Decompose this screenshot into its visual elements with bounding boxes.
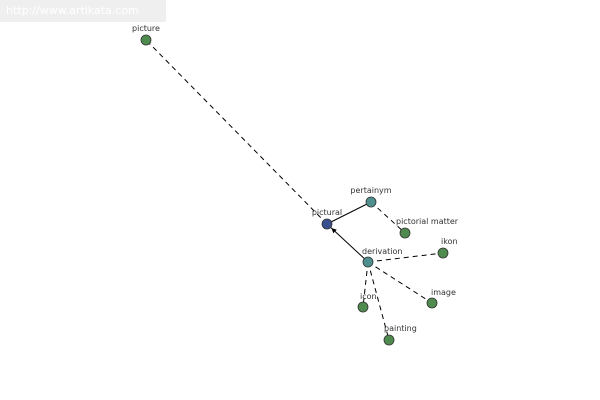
edge-derivation-to-icon xyxy=(362,261,369,308)
site-url-link[interactable]: http://www.artikata.com xyxy=(0,0,166,22)
node-circle-ikon[interactable] xyxy=(437,247,449,259)
node-label-pertainym: pertainym xyxy=(350,186,391,195)
node-derivation[interactable]: derivation xyxy=(362,247,402,268)
node-image[interactable]: image xyxy=(426,288,456,309)
node-circle-painting[interactable] xyxy=(383,334,395,346)
node-pictural[interactable]: pictural xyxy=(312,208,342,230)
node-painting[interactable]: painting xyxy=(383,324,417,346)
node-label-painting: painting xyxy=(384,324,417,333)
node-circle-pertainym[interactable] xyxy=(365,196,377,208)
node-pertainym[interactable]: pertainym xyxy=(350,186,392,208)
node-label-derivation: derivation xyxy=(362,247,402,256)
edge-derivation-to-image xyxy=(367,261,433,304)
edge-derivation-to-painting xyxy=(367,261,390,341)
node-ikon[interactable]: ikon xyxy=(437,237,458,259)
node-circle-pictorial-matter[interactable] xyxy=(399,227,411,239)
edge-pictural-to-pertainym xyxy=(326,201,372,225)
nodes-layer: picture pictural pertainym pictorial matter… xyxy=(132,24,459,346)
node-label-picture: picture xyxy=(132,24,160,33)
node-label-pictural: pictural xyxy=(312,208,342,217)
node-icon[interactable]: icon xyxy=(357,292,377,313)
node-circle-picture[interactable] xyxy=(140,34,152,46)
node-label-pictorial-matter: pictorial matter xyxy=(396,217,459,226)
node-label-ikon: ikon xyxy=(441,237,458,246)
node-circle-image[interactable] xyxy=(426,297,438,309)
node-picture[interactable]: picture xyxy=(132,24,160,46)
node-circle-icon[interactable] xyxy=(357,301,369,313)
node-label-icon: icon xyxy=(360,292,377,301)
edge-pertainym-to-pictorial-matter xyxy=(370,201,406,234)
edge-pictural-to-picture xyxy=(145,39,328,225)
edge-arrowhead xyxy=(331,228,337,234)
node-label-image: image xyxy=(431,288,456,297)
node-circle-pictural[interactable] xyxy=(321,218,333,230)
edge-derivation-to-ikon xyxy=(367,252,444,263)
edges-layer xyxy=(145,39,444,341)
node-circle-derivation[interactable] xyxy=(362,256,374,268)
node-pictorial-matter[interactable]: pictorial matter xyxy=(396,217,459,239)
